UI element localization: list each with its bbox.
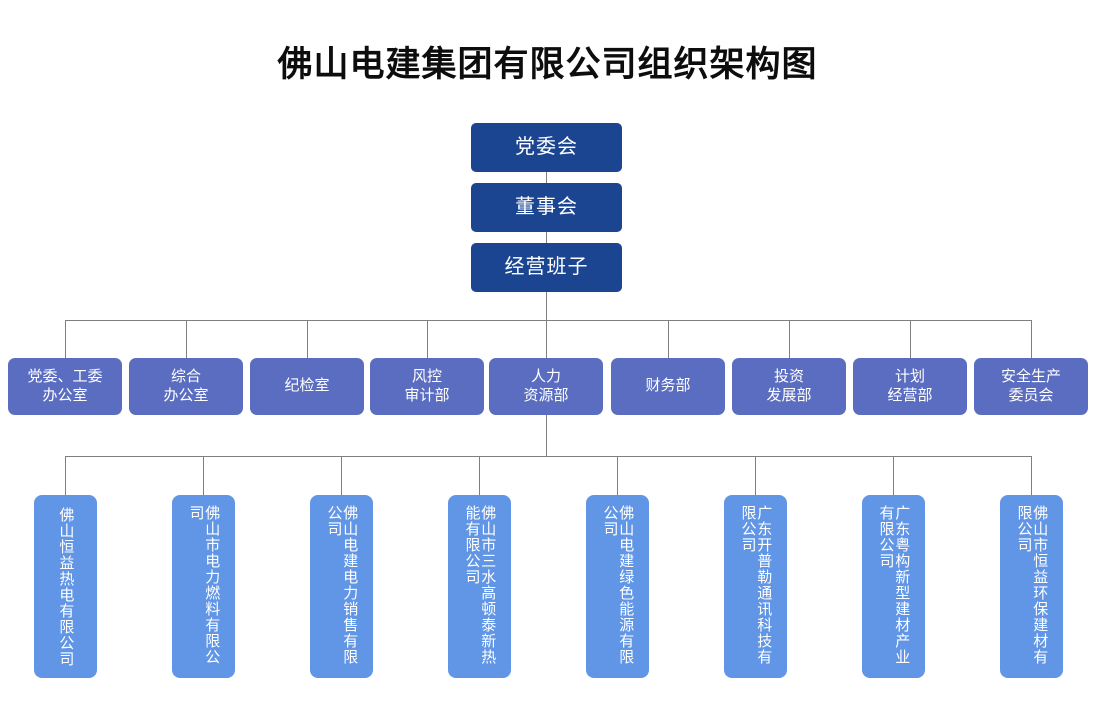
- node-label: 董事会: [515, 196, 578, 218]
- node-hengyi-thermal-power[interactable]: 佛山恒益热电有限公司: [34, 495, 97, 678]
- node-green-energy[interactable]: 佛山电建绿色能源有限公司: [586, 495, 649, 678]
- connector-department-drop-1: [65, 320, 66, 358]
- node-sanshui-gaodun-tai-thermal[interactable]: 佛山市三水高顿泰新热能有限公司: [448, 495, 511, 678]
- connector-trunk-to-departments: [546, 292, 547, 321]
- node-planning-operations-department[interactable]: 计划经营部: [853, 358, 967, 415]
- node-kepler-communications-tech[interactable]: 广东开普勒通讯科技有限公司: [724, 495, 787, 678]
- connector-subsidiary-drop-1: [65, 456, 66, 495]
- connector-department-drop-8: [910, 320, 911, 358]
- connector-department-drop-6: [668, 320, 669, 358]
- connector-level1-a: [546, 172, 547, 183]
- node-human-resources-department[interactable]: 人力资源部: [489, 358, 603, 415]
- connector-department-drop-4: [427, 320, 428, 358]
- connector-department-drop-5: [546, 320, 547, 358]
- node-label: 广东粤构新型建材产业有限公司: [877, 505, 911, 665]
- node-risk-control-audit-department[interactable]: 风控审计部: [370, 358, 484, 415]
- node-label: 经营班子: [504, 256, 589, 278]
- node-yuegou-new-building-materials[interactable]: 广东粤构新型建材产业有限公司: [862, 495, 925, 678]
- connector-subsidiary-drop-4: [479, 456, 480, 495]
- connector-subsidiary-drop-8: [1031, 456, 1032, 495]
- connector-subsidiary-drop-7: [893, 456, 894, 495]
- connector-subsidiary-drop-6: [755, 456, 756, 495]
- connector-department-drop-7: [789, 320, 790, 358]
- connector-department-drop-9: [1031, 320, 1032, 358]
- node-label: 财务部: [645, 377, 691, 395]
- connector-subsidiary-drop-2: [203, 456, 204, 495]
- node-safety-production-committee[interactable]: 安全生产委员会: [974, 358, 1088, 415]
- connector-subsidiary-drop-3: [341, 456, 342, 495]
- connector-department-drop-2: [186, 320, 187, 358]
- connector-department-drop-3: [307, 320, 308, 358]
- node-label: 佛山市三水高顿泰新热能有限公司: [463, 505, 497, 665]
- node-label: 纪检室: [284, 377, 330, 395]
- node-electric-power-sales[interactable]: 佛山电建电力销售有限公司: [310, 495, 373, 678]
- page-title: 佛山电建集团有限公司组织架构图: [277, 45, 818, 84]
- node-management-team[interactable]: 经营班子: [471, 243, 622, 292]
- node-discipline-inspection-office[interactable]: 纪检室: [250, 358, 364, 415]
- node-general-office[interactable]: 综合办公室: [129, 358, 243, 415]
- connector-subsidiary-bus: [65, 456, 1031, 457]
- node-label: 人力资源部: [523, 367, 569, 404]
- node-label: 佛山市恒益环保建材有限公司: [1015, 505, 1049, 665]
- node-finance-department[interactable]: 财务部: [611, 358, 725, 415]
- node-party-committee[interactable]: 党委会: [471, 123, 622, 172]
- node-electric-power-fuel[interactable]: 佛山市电力燃料有限公司: [172, 495, 235, 678]
- node-label: 党委、工委办公室: [27, 367, 103, 404]
- node-label: 综合办公室: [163, 367, 209, 404]
- node-label: 广东开普勒通讯科技有限公司: [739, 505, 773, 665]
- node-label: 佛山电建绿色能源有限公司: [601, 505, 635, 665]
- node-label: 安全生产委员会: [1000, 367, 1061, 404]
- node-label: 佛山恒益热电有限公司: [57, 506, 75, 667]
- node-label: 佛山市电力燃料有限公司: [187, 505, 221, 665]
- node-party-union-office[interactable]: 党委、工委办公室: [8, 358, 122, 415]
- node-label: 风控审计部: [404, 367, 450, 404]
- connector-department-bus: [65, 320, 1031, 321]
- connector-trunk-to-subsidiaries: [546, 415, 547, 456]
- node-hengyi-environmental-materials[interactable]: 佛山市恒益环保建材有限公司: [1000, 495, 1063, 678]
- node-label: 佛山电建电力销售有限公司: [325, 505, 359, 665]
- node-label: 党委会: [515, 136, 578, 158]
- node-board-of-directors[interactable]: 董事会: [471, 183, 622, 232]
- connector-subsidiary-drop-5: [617, 456, 618, 495]
- node-label: 投资发展部: [766, 367, 812, 404]
- node-investment-development-department[interactable]: 投资发展部: [732, 358, 846, 415]
- node-label: 计划经营部: [887, 367, 933, 404]
- connector-level1-b: [546, 232, 547, 243]
